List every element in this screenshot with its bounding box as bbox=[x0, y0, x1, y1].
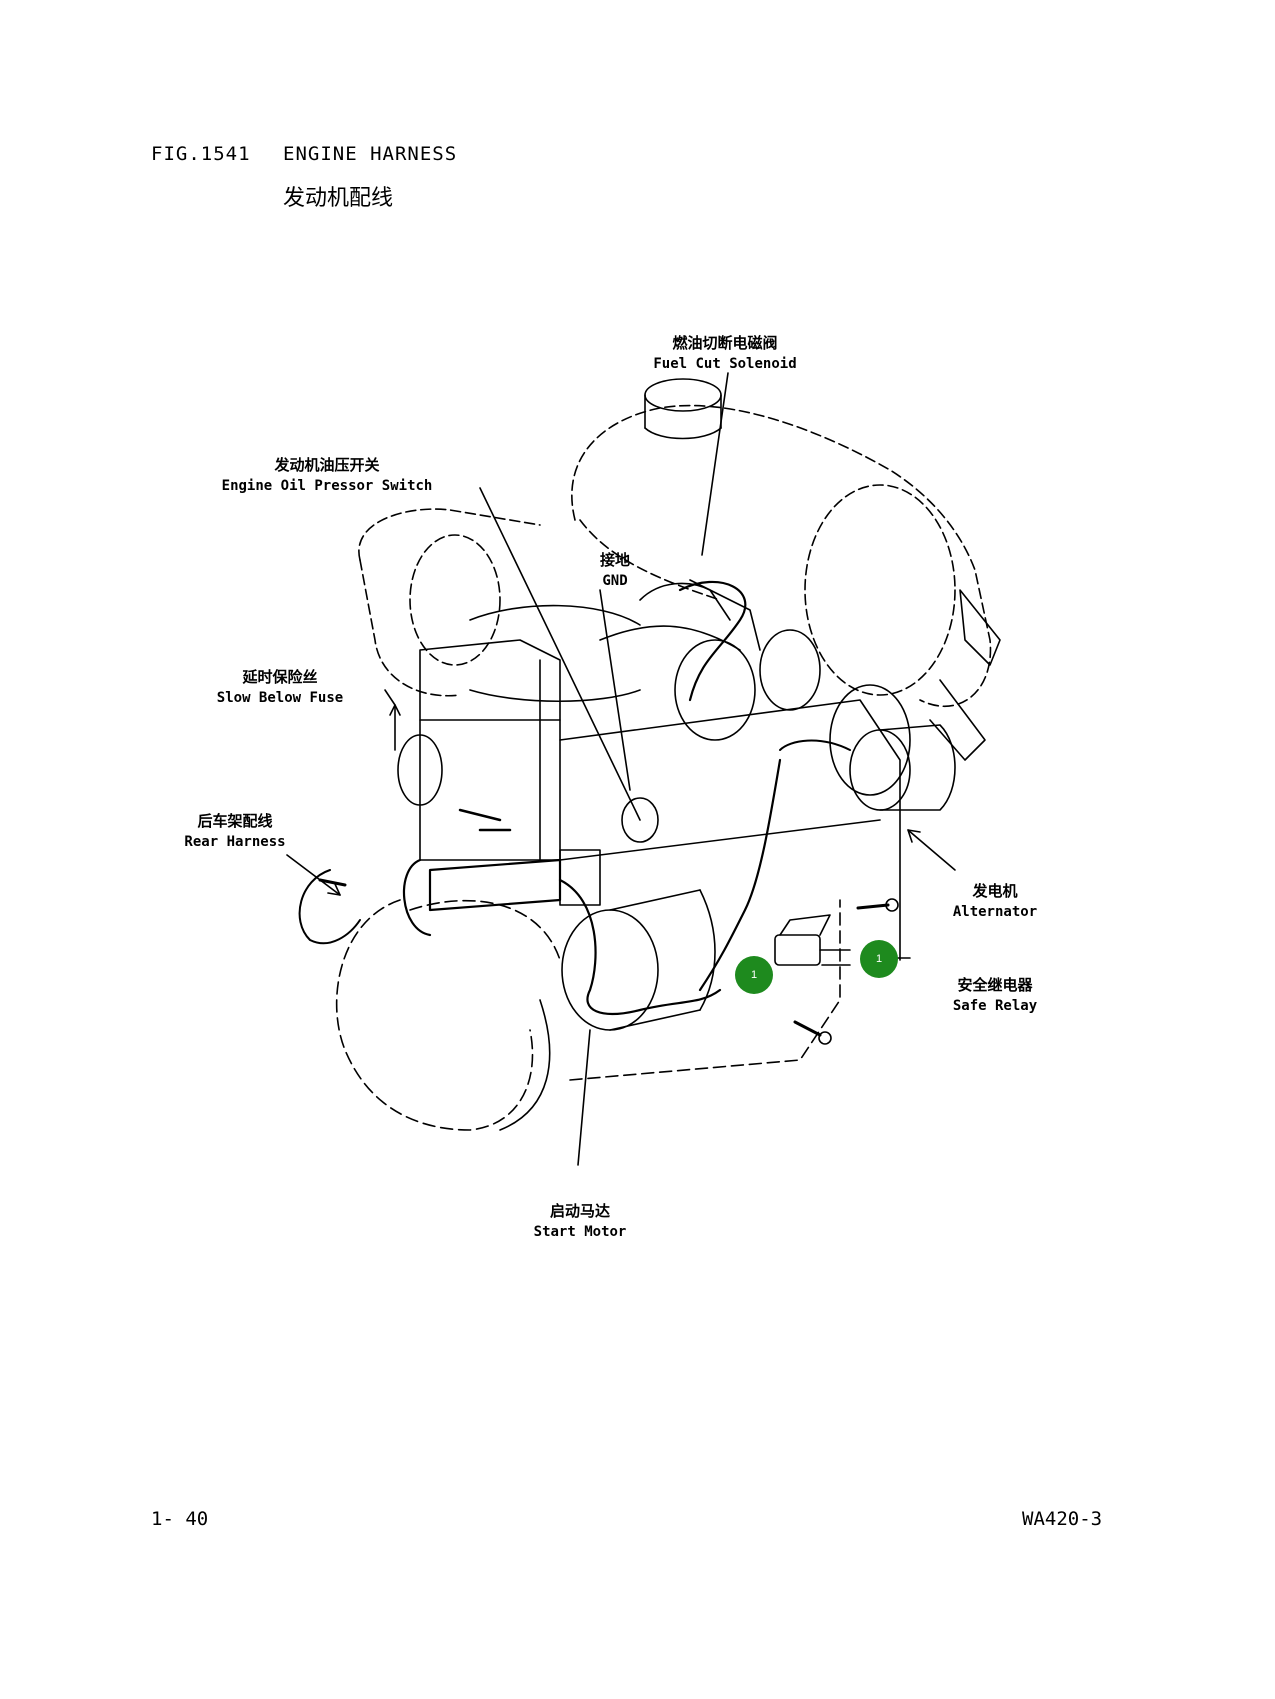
leader-start-motor bbox=[577, 1029, 591, 1166]
label-oil-switch-cn: 发动机油压开关 bbox=[274, 456, 380, 474]
label-engine-oil-pressor-switch: 发动机油压开关 Engine Oil Pressor Switch bbox=[217, 455, 437, 497]
label-safe-relay: 安全继电器 Safe Relay bbox=[945, 975, 1045, 1017]
label-fuse-en: Slow Below Fuse bbox=[216, 690, 344, 706]
label-gnd-en: GND bbox=[602, 573, 628, 589]
label-rear-harness-cn: 后车架配线 bbox=[197, 812, 273, 830]
label-fuel-cut-solenoid: 燃油切断电磁阀 Fuel Cut Solenoid bbox=[640, 333, 810, 375]
label-start-motor-en: Start Motor bbox=[533, 1224, 627, 1240]
label-alternator: 发电机 Alternator bbox=[945, 881, 1045, 923]
label-fuel-cut-cn: 燃油切断电磁阀 bbox=[672, 334, 778, 352]
label-alternator-en: Alternator bbox=[952, 904, 1038, 920]
figure-title: ENGINE HARNESS bbox=[283, 143, 458, 165]
label-gnd: 接地 GND bbox=[580, 550, 650, 592]
label-safe-relay-cn: 安全继电器 bbox=[957, 976, 1033, 994]
label-safe-relay-en: Safe Relay bbox=[952, 998, 1038, 1014]
page-number: 1- 40 bbox=[151, 1508, 209, 1530]
figure-number: FIG.1541 bbox=[151, 143, 251, 165]
part-callout-1[interactable]: 1 bbox=[860, 940, 898, 978]
label-alternator-cn: 发电机 bbox=[972, 882, 1018, 900]
label-start-motor-cn: 启动马达 bbox=[549, 1202, 610, 1220]
label-slow-below-fuse: 延时保险丝 Slow Below Fuse bbox=[210, 667, 350, 709]
label-rear-harness-en: Rear Harness bbox=[184, 834, 286, 850]
model-code: WA420-3 bbox=[1022, 1508, 1103, 1530]
figure-title-chinese: 发动机配线 bbox=[283, 186, 394, 211]
leader-alternator bbox=[907, 829, 956, 871]
leader-oil-switch bbox=[479, 487, 641, 821]
leader-gnd bbox=[599, 589, 631, 791]
label-start-motor: 启动马达 Start Motor bbox=[530, 1201, 630, 1243]
label-fuel-cut-en: Fuel Cut Solenoid bbox=[653, 356, 797, 372]
label-fuse-cn: 延时保险丝 bbox=[242, 668, 318, 686]
label-oil-switch-en: Engine Oil Pressor Switch bbox=[221, 478, 433, 494]
label-gnd-cn: 接地 bbox=[599, 551, 630, 569]
leader-fuel-cut bbox=[701, 372, 729, 556]
label-rear-harness: 后车架配线 Rear Harness bbox=[180, 811, 290, 853]
leader-rear-harness bbox=[286, 854, 341, 896]
part-callout-1[interactable]: 1 bbox=[735, 956, 773, 994]
